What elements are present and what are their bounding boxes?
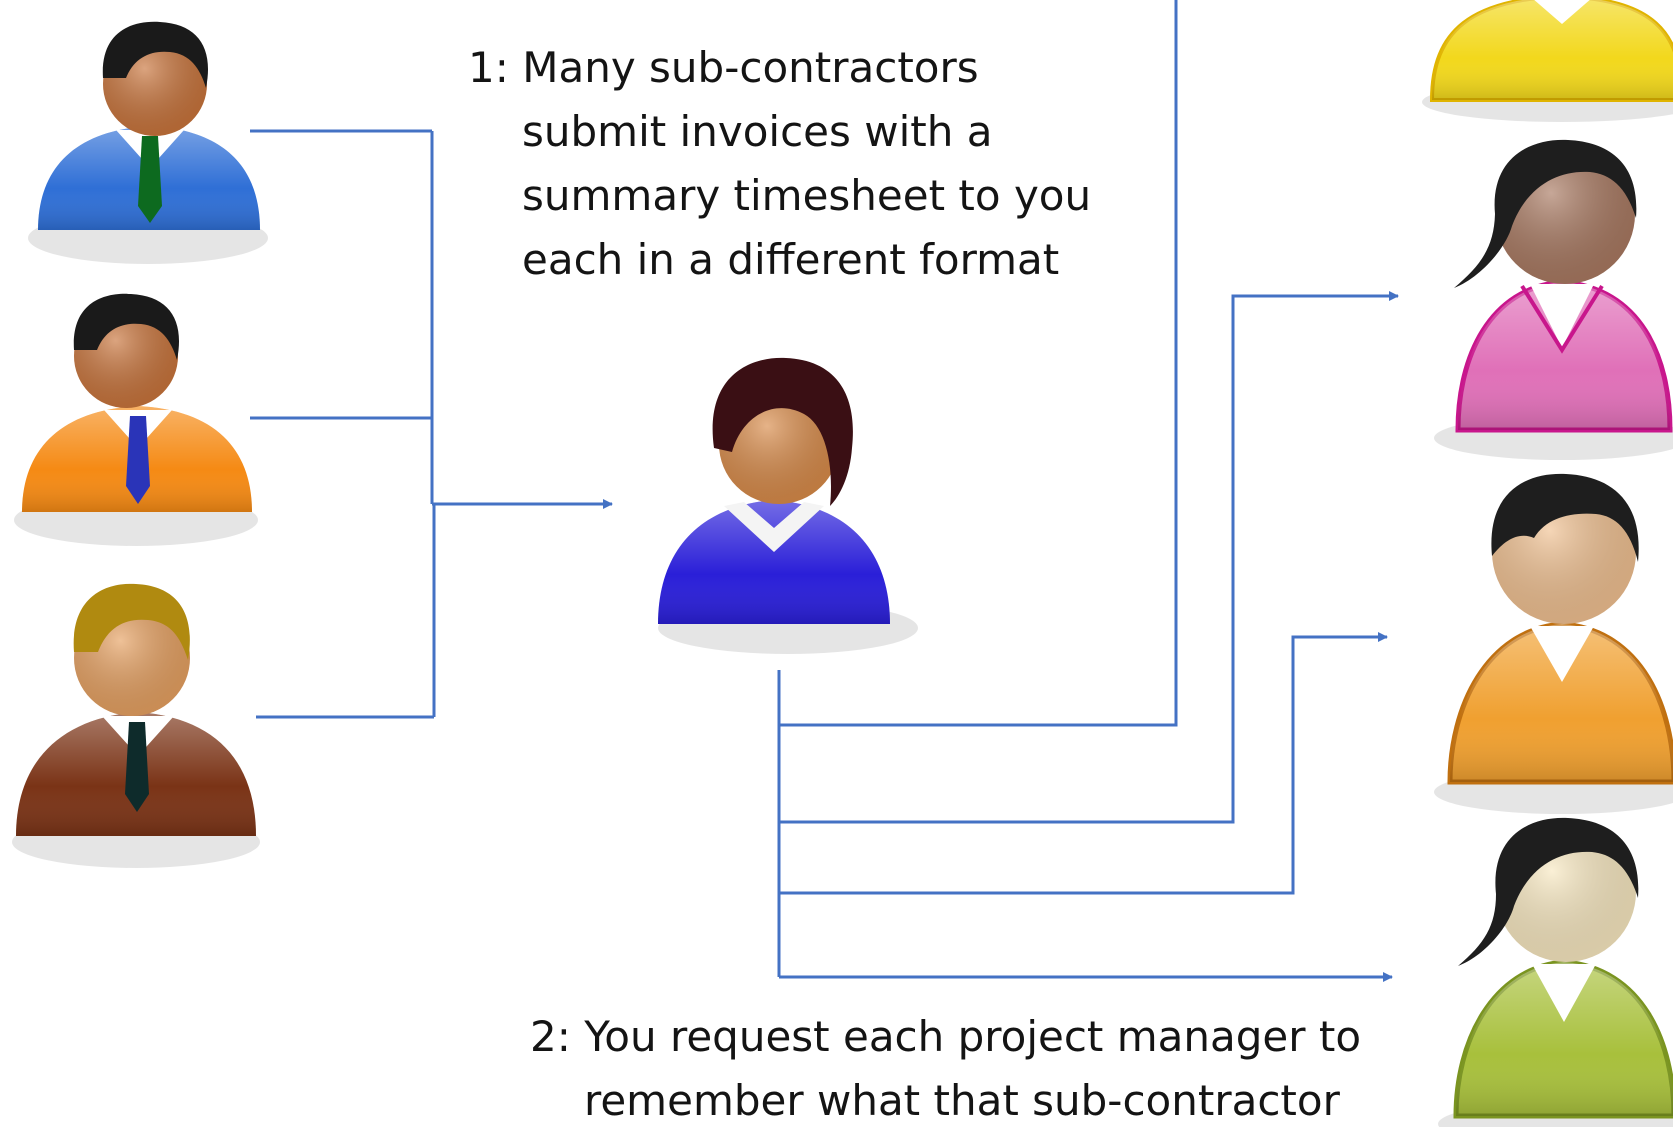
businessman-brown-suit-icon — [12, 583, 260, 868]
step-number: 2: — [530, 1012, 571, 1061]
person-orange-shirt-icon — [1434, 473, 1673, 814]
businessman-orange-suit-icon — [14, 293, 258, 546]
businessman-blue-suit-icon — [28, 21, 268, 264]
caption-line: Many sub-contractors — [522, 43, 979, 92]
woman-pink-shirt-icon — [1434, 139, 1673, 460]
caption-step-2: 2: You request each project manager to r… — [530, 1005, 1361, 1127]
caption-line: summary timesheet to you — [522, 171, 1092, 220]
connector-arrow — [779, 632, 1388, 895]
connector-line — [779, 0, 1178, 727]
caption-line: You request each project manager to — [584, 1012, 1362, 1061]
outbound-connectors — [777, 0, 1399, 982]
caption-step-1: 1: Many sub-contractors submit invoices … — [468, 36, 1091, 292]
person-yellow-shirt-icon — [1422, 0, 1673, 122]
woman-purple-blouse-icon — [658, 357, 918, 654]
step-number: 1: — [468, 43, 509, 92]
connector-arrow — [779, 291, 1399, 824]
caption-line: each in a different format — [522, 235, 1060, 284]
caption-line: submit invoices with a — [522, 107, 993, 156]
inbound-connectors — [250, 129, 613, 719]
caption-line: remember what that sub-contractor — [584, 1076, 1340, 1125]
woman-green-shirt-icon — [1438, 817, 1673, 1127]
